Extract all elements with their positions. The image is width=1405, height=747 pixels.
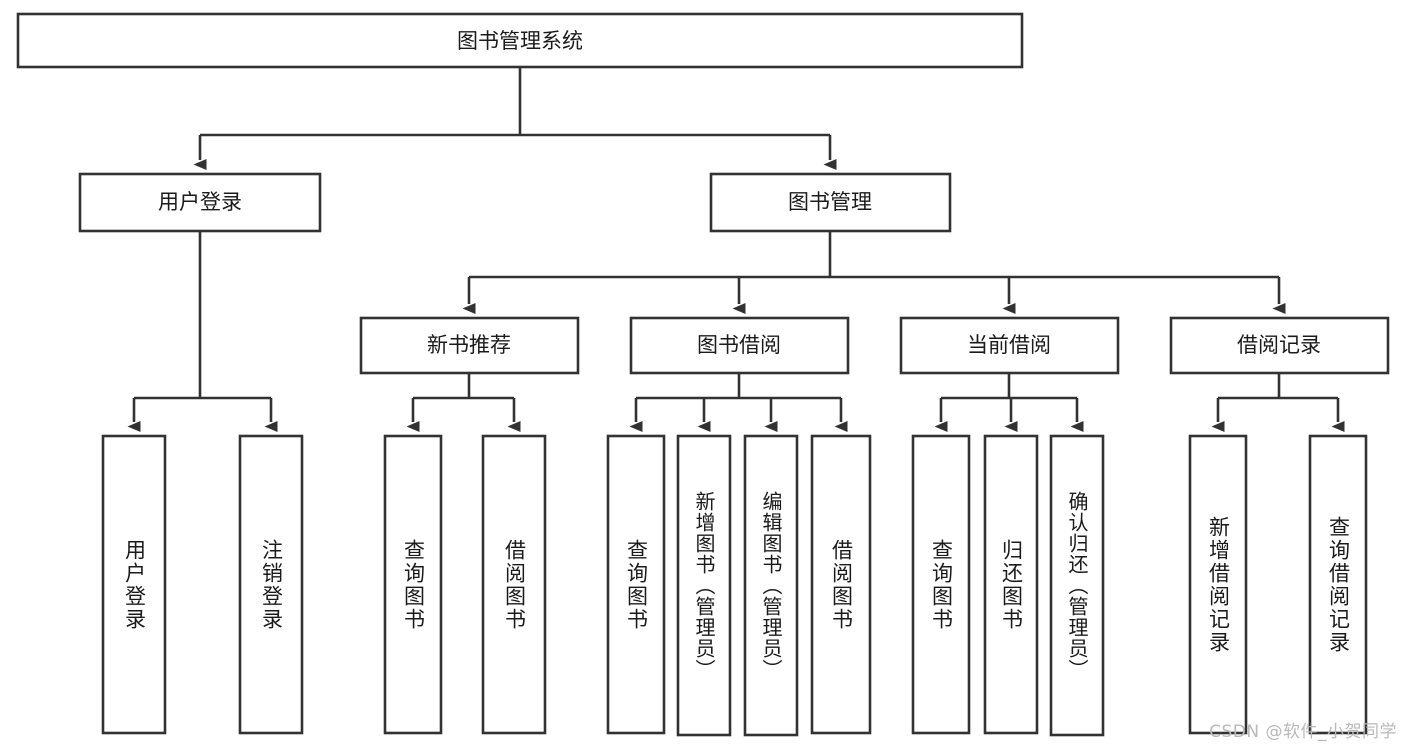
node-user-login-box[interactable] bbox=[78, 172, 322, 233]
node-leaf-box-1[interactable] bbox=[238, 434, 304, 735]
node-leaf-box-9[interactable] bbox=[983, 434, 1039, 735]
node-root-label: 图书管理系统 bbox=[457, 29, 583, 53]
node-leaf-box-12[interactable] bbox=[1308, 434, 1368, 735]
node-leaf-box-3[interactable] bbox=[481, 434, 547, 735]
node-borrow-record-box[interactable] bbox=[1169, 316, 1390, 375]
node-book-borrow-box[interactable] bbox=[629, 316, 850, 375]
node-leaf-box-10[interactable] bbox=[1049, 434, 1105, 737]
node-book-borrow-label: 图书借阅 bbox=[697, 333, 781, 357]
node-leaf-box-6[interactable] bbox=[743, 434, 799, 737]
node-leaf-box-11[interactable] bbox=[1188, 434, 1248, 735]
node-leaf-box-5[interactable] bbox=[676, 434, 732, 737]
watermark-text: CSDN @软件_小贺同学 bbox=[1209, 722, 1397, 742]
node-leaf-box-4[interactable] bbox=[606, 434, 666, 735]
connector-layer bbox=[127, 67, 1345, 432]
node-book-mgmt-label: 图书管理 bbox=[788, 190, 872, 214]
node-user-login-label: 用户登录 bbox=[158, 190, 242, 214]
node-current-borrow-label: 当前借阅 bbox=[967, 333, 1051, 357]
node-current-borrow-box[interactable] bbox=[899, 316, 1120, 375]
node-leaf-box-8[interactable] bbox=[911, 434, 971, 735]
node-borrow-record-label: 借阅记录 bbox=[1237, 333, 1321, 357]
node-leaf-box-7[interactable] bbox=[810, 434, 872, 735]
node-layer: 图书管理系统 用户登录 图书管理 新书推荐 图书借阅 当前借阅 借阅记录 bbox=[16, 12, 1390, 737]
node-root-box[interactable] bbox=[16, 12, 1024, 69]
node-leaf-box-2[interactable] bbox=[383, 434, 443, 735]
node-book-mgmt-box[interactable] bbox=[709, 172, 952, 233]
node-new-book-rec-box[interactable] bbox=[359, 316, 580, 375]
node-leaf-box-0[interactable] bbox=[101, 434, 167, 735]
node-new-book-rec-label: 新书推荐 bbox=[427, 333, 511, 357]
